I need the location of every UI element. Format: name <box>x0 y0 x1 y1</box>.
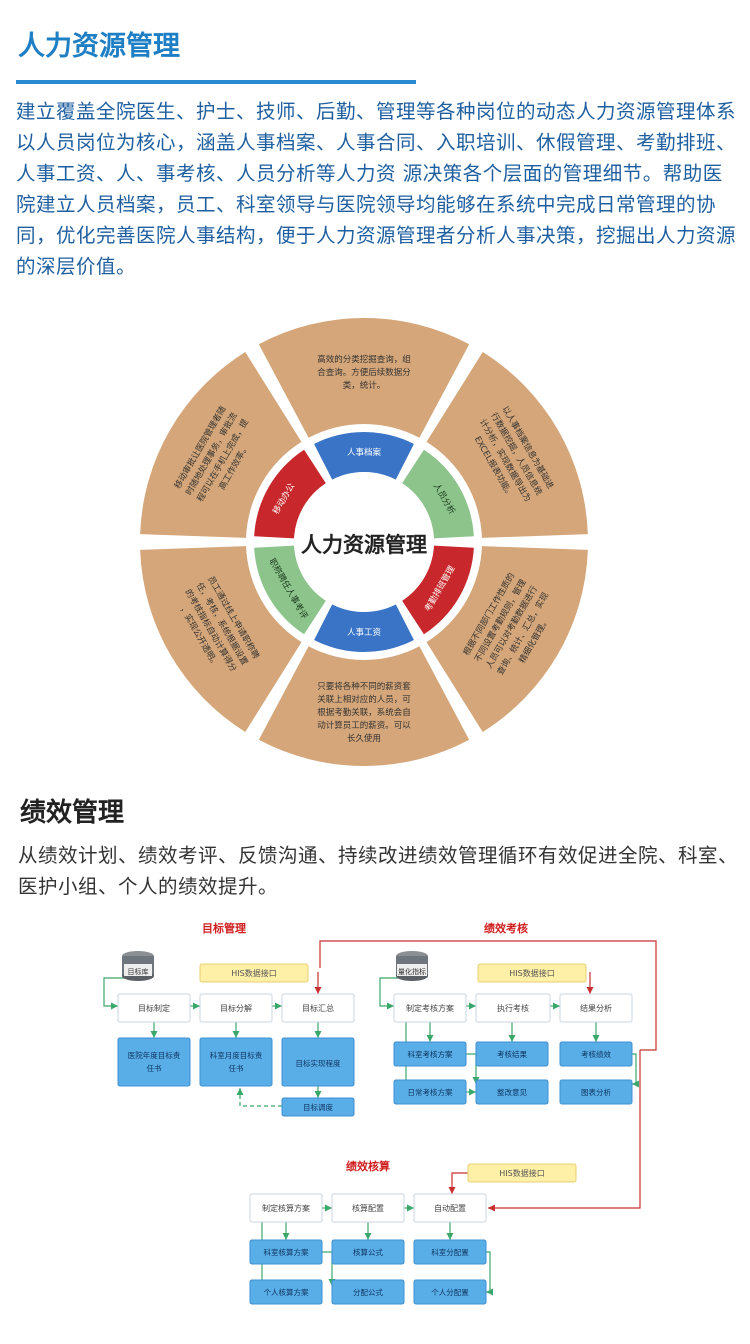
hr-wheel-diagram: 高效的分类挖掘查询，组合查询。方便后续数据分类，统计。以人事档案信息为基础进行数… <box>140 318 588 766</box>
node-chart-analysis: 图表分析 <box>581 1087 611 1097</box>
hr-title: 人力资源管理 <box>18 31 180 62</box>
node-dept-goal: 科室月度目标责任书 <box>210 1050 263 1073</box>
db-quant-label: 量化指标 <box>398 967 426 976</box>
node-assess-plan: 制定考核方案 <box>406 1003 454 1013</box>
node-hospital-goal: 医院年度目标责任书 <box>128 1050 181 1073</box>
hr-description: 建立覆盖全院医生、护士、技师、后勤、管理等各种岗位的动态人力资源管理体系以人员岗… <box>16 100 737 278</box>
wheel-outer-text: 只要将各种不同的薪资套关联上相对应的人员，可根据考勤关联，系统会自动计算员工的薪… <box>317 681 411 744</box>
node-dept-alloc: 科室分配置 <box>431 1247 469 1257</box>
node-dept-assess: 科室考核方案 <box>408 1049 453 1059</box>
perf-title: 绩效管理 <box>20 798 125 828</box>
performance-flowchart: 目标管理 绩效考核 绩效核算 <box>103 921 657 1305</box>
node-alloc-formula: 分配公式 <box>353 1287 383 1297</box>
database-icon: 目标库 <box>122 951 154 981</box>
node-calc-config: 核算配置 <box>352 1203 384 1213</box>
his-box-1: HIS数据接口 <box>199 963 309 983</box>
wheel-outer-segment <box>426 546 588 732</box>
wheel-inner-segment <box>314 604 414 652</box>
wheel-center-disc <box>294 472 434 612</box>
node-target-set: 目标制定 <box>138 1003 170 1013</box>
svg-text:HIS数据接口: HIS数据接口 <box>499 1168 544 1178</box>
node-dept-calc: 科室核算方案 <box>264 1247 309 1257</box>
section-target-title: 目标管理 <box>202 921 246 935</box>
result-boxes <box>117 1037 633 1305</box>
node-assess-result: 考核结果 <box>497 1049 527 1059</box>
wheel-outer-segment <box>426 352 588 538</box>
node-assess-perf: 考核绩效 <box>581 1049 611 1059</box>
svg-text:HIS数据接口: HIS数据接口 <box>509 968 554 978</box>
database-icon: 量化指标 <box>396 951 428 981</box>
svg-text:HIS数据接口: HIS数据接口 <box>231 968 276 978</box>
wheel-inner-label: 人事工资 <box>347 627 382 638</box>
red-connector-right <box>488 1050 641 1212</box>
node-goal-progress: 目标实现程度 <box>296 1058 341 1068</box>
wheel-inner-segment <box>314 432 414 480</box>
his-box-2: HIS数据接口 <box>477 963 587 983</box>
wheel-outer-segment <box>140 352 302 538</box>
process-boxes <box>117 993 633 1223</box>
his-box-3: HIS数据接口 <box>467 1163 577 1183</box>
perf-description: 从绩效计划、绩效考评、反馈沟通、持续改进绩效管理循环有效促进全院、科室、医护小组… <box>18 844 739 898</box>
wheel-inner-label: 人事档案 <box>347 447 382 458</box>
wheel-inner-segment <box>402 545 474 635</box>
red-connector-top <box>319 940 657 1051</box>
node-person-calc: 个人核算方案 <box>264 1287 309 1297</box>
wheel-center-label: 人力资源管理 <box>301 533 427 557</box>
target-connectors <box>103 977 322 1107</box>
wheel-inner-segment <box>402 449 474 539</box>
node-person-alloc: 个人分配置 <box>431 1288 469 1297</box>
wheel-outer-segment <box>140 546 302 732</box>
node-target-sum: 目标汇总 <box>302 1003 334 1013</box>
wheel-inner-segment <box>254 545 326 635</box>
node-daily-assess: 日常考核方案 <box>408 1087 453 1097</box>
section-assess-title: 绩效考核 <box>484 921 528 935</box>
node-calc-plan: 制定核算方案 <box>262 1203 310 1213</box>
node-rectify: 整改意见 <box>497 1087 527 1097</box>
section-calc-title: 绩效核算 <box>346 1159 390 1173</box>
wheel-outer-text: 高效的分类挖掘查询，组合查询。方便后续数据分类，统计。 <box>317 354 411 391</box>
wheel-inner-segment <box>254 449 326 539</box>
db-target-label: 目标库 <box>128 967 149 976</box>
node-calc-auto: 自动配置 <box>434 1203 466 1213</box>
red-connector-his3 <box>448 1172 468 1194</box>
node-goal-adjust: 目标调度 <box>303 1102 333 1112</box>
node-assess-analysis: 结果分析 <box>580 1003 612 1013</box>
wheel-outer-segment <box>258 318 470 438</box>
title-divider <box>16 80 416 84</box>
node-target-split: 目标分解 <box>220 1003 252 1013</box>
node-assess-run: 执行考核 <box>497 1003 529 1013</box>
node-calc-formula: 核算公式 <box>353 1247 383 1257</box>
wheel-outer-segment <box>258 646 470 766</box>
